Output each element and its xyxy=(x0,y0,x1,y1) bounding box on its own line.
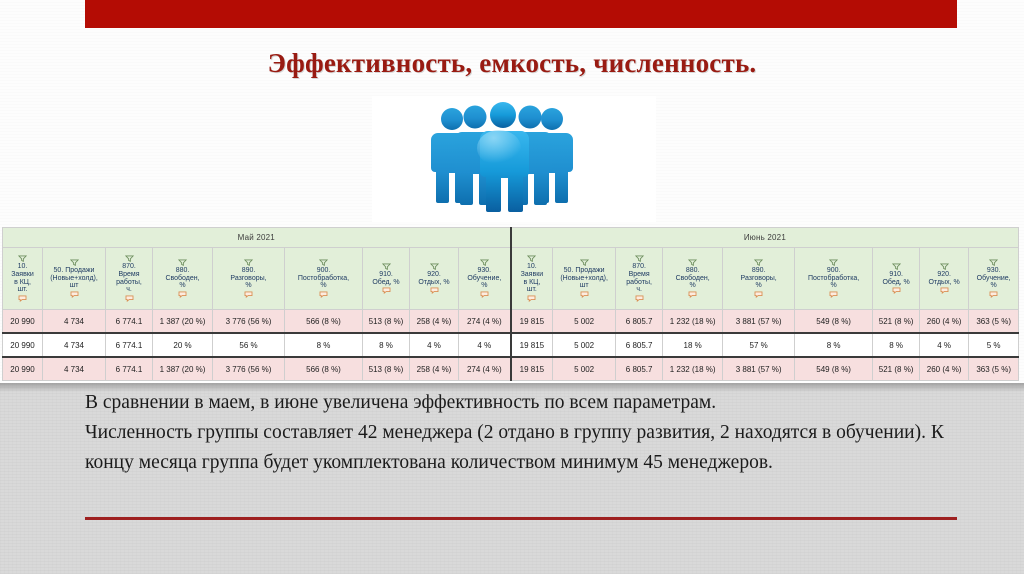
table-cell: 1 387 (20 %) xyxy=(152,356,213,381)
top-accent-band xyxy=(85,0,957,28)
table-cell: 19 815 xyxy=(509,332,554,358)
column-header-may-920[interactable]: 920.Отдых, % xyxy=(409,247,459,310)
table-cell: 566 (8 %) xyxy=(284,309,363,334)
table-cell: 3 881 (57 %) xyxy=(722,309,796,334)
table-cell: 8 % xyxy=(794,332,874,358)
table-cell: 6 774.1 xyxy=(105,356,153,381)
table-cell: 1 232 (18 %) xyxy=(662,356,724,381)
table-cell: 3 776 (56 %) xyxy=(212,356,285,381)
table-cell: 4 734 xyxy=(42,356,106,381)
bottom-accent-rule xyxy=(85,517,957,520)
table-cell: 6 805.7 xyxy=(615,309,664,334)
people-icon xyxy=(372,96,656,222)
table-cell: 521 (8 %) xyxy=(872,356,921,381)
table-cell: 4 % xyxy=(919,332,970,358)
table-cell: 57 % xyxy=(722,332,796,358)
column-header-june-930[interactable]: 930.Обучение,% xyxy=(968,247,1020,310)
table-cell: 274 (4 %) xyxy=(457,309,512,334)
table-cell: 18 % xyxy=(662,332,724,358)
month-header-may: Май 2021 xyxy=(1,227,512,248)
table-cell: 258 (4 %) xyxy=(409,309,459,334)
column-header-may-900[interactable]: 900.Постобработка,% xyxy=(284,247,363,310)
table-cell: 260 (4 %) xyxy=(919,356,970,381)
table-cell: 5 % xyxy=(968,332,1020,358)
table-cell: 258 (4 %) xyxy=(409,356,459,381)
table-cell: 8 % xyxy=(872,332,921,358)
table-cell: 363 (5 %) xyxy=(968,356,1020,381)
table-cell: 260 (4 %) xyxy=(919,309,970,334)
table-cell: 3 776 (56 %) xyxy=(212,309,285,334)
column-header-may-890[interactable]: 890.Разговоры,% xyxy=(212,247,285,310)
table-cell: 274 (4 %) xyxy=(457,356,512,381)
table-cell: 8 % xyxy=(362,332,410,358)
table-cell: 4 % xyxy=(409,332,459,358)
table-cell: 6 774.1 xyxy=(105,332,153,358)
group-of-people-illustration xyxy=(372,96,656,222)
table-cell: 20 990 xyxy=(2,356,43,381)
table-cell: 3 881 (57 %) xyxy=(722,356,796,381)
table-cell: 521 (8 %) xyxy=(872,309,921,334)
slide-background-lower xyxy=(0,383,1024,574)
body-text: В сравнении в маем, в июне увеличена эфф… xyxy=(85,388,965,478)
column-header-june-900[interactable]: 900.Постобработка,% xyxy=(794,247,874,310)
table-cell: 19 815 xyxy=(509,309,554,334)
table-cell: 4 % xyxy=(457,332,512,358)
table-cell: 20 % xyxy=(152,332,213,358)
table-cell: 56 % xyxy=(212,332,285,358)
table-cell: 513 (8 %) xyxy=(362,356,410,381)
column-header-may-910[interactable]: 910.Обед, % xyxy=(362,247,410,310)
column-header-june-910[interactable]: 910.Обед, % xyxy=(872,247,921,310)
column-header-may-930[interactable]: 930.Обучение,% xyxy=(457,247,512,310)
table-cell: 6 774.1 xyxy=(105,309,153,334)
month-header-june: Июнь 2021 xyxy=(509,227,1020,248)
table-cell: 20 990 xyxy=(2,332,43,358)
column-header-june-880[interactable]: 880.Свободен,% xyxy=(662,247,724,310)
page-title: Эффективность, емкость, численность. xyxy=(267,48,757,78)
table-cell: 549 (8 %) xyxy=(794,356,874,381)
table-cell: 5 002 xyxy=(552,332,617,358)
table-cell: 513 (8 %) xyxy=(362,309,410,334)
table-cell: 6 805.7 xyxy=(615,332,664,358)
table-cell: 1 232 (18 %) xyxy=(662,309,724,334)
body-paragraph-2: Численность группы составляет 42 менедже… xyxy=(85,422,944,473)
table-cell: 20 990 xyxy=(2,309,43,334)
column-header-june-50[interactable]: 50. Продажи(Новые+холд),шт xyxy=(552,247,617,310)
table-cell: 5 002 xyxy=(552,356,617,381)
table-cell: 566 (8 %) xyxy=(284,356,363,381)
table-cell: 4 734 xyxy=(42,309,106,334)
slide-background-divider xyxy=(0,383,1024,392)
table-cell: 8 % xyxy=(284,332,363,358)
table-cell: 549 (8 %) xyxy=(794,309,874,334)
column-header-may-50[interactable]: 50. Продажи(Новые+холд),шт xyxy=(42,247,106,310)
table-cell: 1 387 (20 %) xyxy=(152,309,213,334)
table-cell: 6 805.7 xyxy=(615,356,664,381)
table-cell: 19 815 xyxy=(509,356,554,381)
column-header-may-880[interactable]: 880.Свободен,% xyxy=(152,247,213,310)
column-header-june-920[interactable]: 920.Отдых, % xyxy=(919,247,970,310)
table-cell: 363 (5 %) xyxy=(968,309,1020,334)
table-cell: 5 002 xyxy=(552,309,617,334)
month-header-row: Май 2021 Июнь 2021 xyxy=(1,227,1020,248)
body-paragraph-1: В сравнении в маем, в июне увеличена эфф… xyxy=(85,392,717,413)
table-cell: 4 734 xyxy=(42,332,106,358)
column-header-june-890[interactable]: 890.Разговоры,% xyxy=(722,247,796,310)
